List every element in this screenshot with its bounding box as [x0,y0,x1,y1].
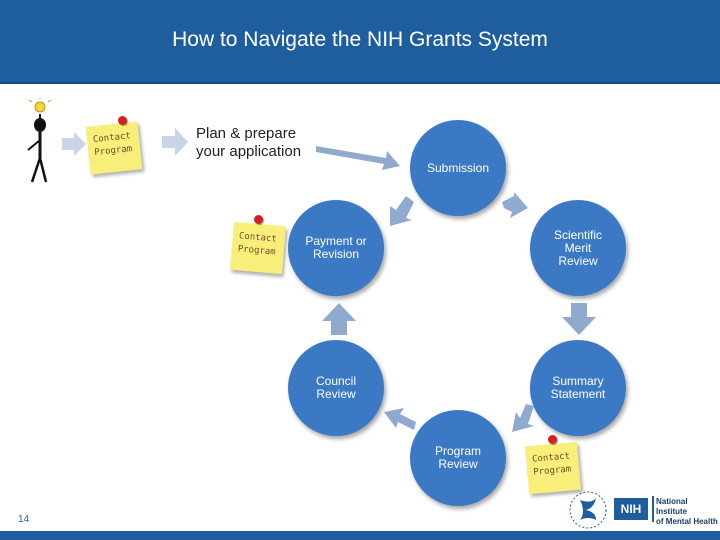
summary-statement-step: Summary Statement [530,340,626,436]
arrow-icon [322,303,356,335]
header-bar: How to Navigate the NIH Grants System [0,0,720,84]
push-pin-icon [118,116,127,125]
arrow-icon [562,303,596,335]
page-number: 14 [18,514,30,525]
stick-figure-icon [27,98,52,183]
contact-program-note-1: Contact Program [85,121,143,175]
submission-step: Submission [410,120,506,216]
step-label: Program Review [434,444,481,471]
lightbulb-icon [28,98,52,113]
step-label: Scientific Merit Review [553,227,603,268]
scientific-merit-review-step: Scientific Merit Review [530,200,626,296]
logo-divider [652,496,654,522]
push-pin-icon [254,215,263,224]
arrow-icon [384,408,416,430]
contact-program-note-2: Contact Program [230,221,286,275]
footer-bar [0,531,720,540]
nih-badge: NIH [614,498,648,520]
page-title: How to Navigate the NIH Grants System [172,28,548,51]
hhs-eagle-icon [569,491,607,529]
plan-prepare-text: Plan & prepare your application [196,125,302,160]
arrow-icon [62,132,86,156]
institute-name: National Institute of Mental Health [656,497,718,526]
arrow-icon [512,404,534,432]
push-pin-icon [548,435,557,444]
program-review-step: Program Review [410,410,506,506]
step-label: Summary Statement [550,374,606,401]
arrow-icon [162,128,188,156]
step-label: Council Review [315,374,357,401]
contact-program-note-3: Contact Program [525,441,581,495]
arrow-icon [316,146,400,170]
nimh-logo: NIH National Institute of Mental Health [560,488,720,532]
arrow-icon [390,196,414,226]
step-label: Submission [426,160,490,175]
council-review-step: Council Review [288,340,384,436]
payment-revision-step: Payment or Revision [288,200,384,296]
step-label: Payment or Revision [305,234,367,261]
arrow-icon [502,192,528,218]
